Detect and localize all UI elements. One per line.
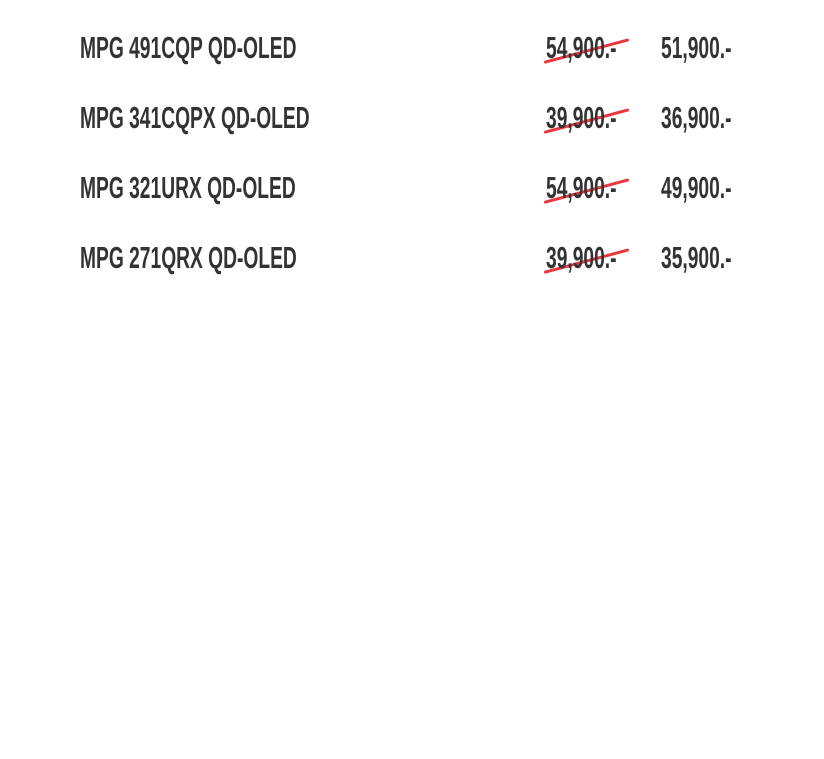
product-row: MPG 341CQPX QD-OLED 39,900.- 36,900.- — [0, 98, 824, 138]
old-price: 39,900.- — [546, 100, 617, 135]
product-name: MPG 341CQPX QD-OLED — [80, 100, 310, 135]
product-row: MPG 491CQP QD-OLED 54,900.- 51,900.- — [0, 28, 824, 68]
new-price: 51,900.- — [661, 30, 732, 65]
product-name: MPG 321URX QD-OLED — [80, 170, 296, 205]
old-price: 54,900.- — [546, 30, 617, 65]
old-price: 39,900.- — [546, 240, 617, 275]
product-row: MPG 321URX QD-OLED 54,900.- 49,900.- — [0, 168, 824, 208]
new-price: 49,900.- — [661, 170, 732, 205]
product-name: MPG 491CQP QD-OLED — [80, 30, 297, 65]
old-price: 54,900.- — [546, 170, 617, 205]
product-name: MPG 271QRX QD-OLED — [80, 240, 297, 275]
new-price: 36,900.- — [661, 100, 732, 135]
product-row: MPG 271QRX QD-OLED 39,900.- 35,900.- — [0, 238, 824, 278]
new-price: 35,900.- — [661, 240, 732, 275]
